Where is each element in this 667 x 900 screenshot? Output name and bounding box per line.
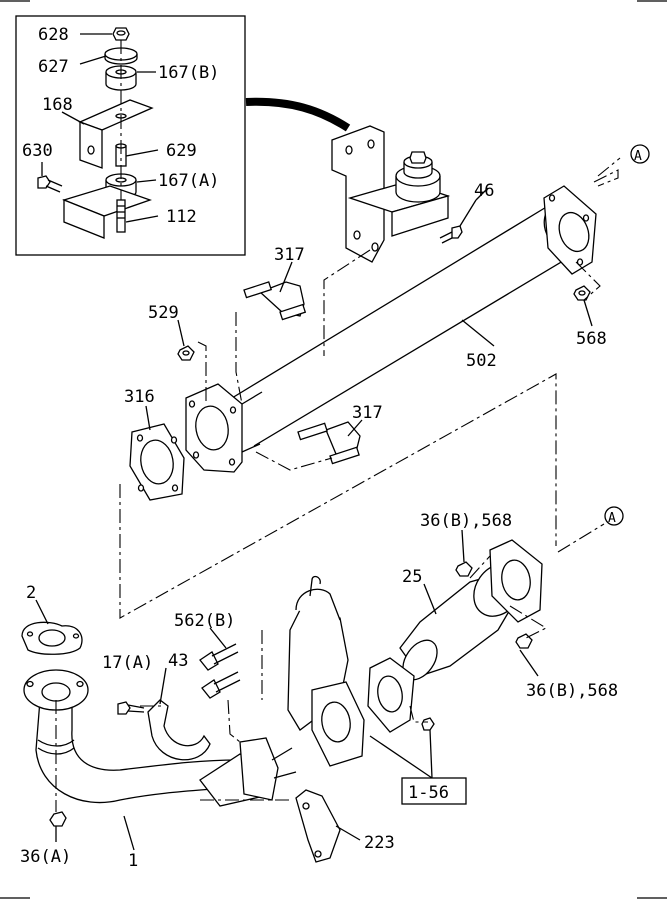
- heat-shield-223: [295, 789, 341, 863]
- label-630: 630: [22, 141, 53, 161]
- label-317-upper: 317: [274, 245, 305, 265]
- u-bolt-317-lower: [297, 421, 361, 465]
- label-223: 223: [364, 833, 395, 853]
- clamp-43: [147, 699, 211, 761]
- label-43: 43: [168, 651, 188, 671]
- label-628: 628: [38, 25, 69, 45]
- label-562b: 562(B): [174, 611, 235, 631]
- callout-a-lower: [604, 506, 624, 526]
- label-627: 627: [38, 57, 69, 77]
- label-1: 1: [128, 851, 138, 871]
- label-25: 25: [402, 567, 422, 587]
- gasket-2: [21, 621, 83, 655]
- label-502: 502: [466, 351, 497, 371]
- label-36b-568-lower: 36(B),568: [526, 681, 618, 701]
- label-316: 316: [124, 387, 155, 407]
- bolts-562b: [199, 643, 241, 699]
- label-17a: 17(A): [102, 653, 153, 673]
- u-bolt-317-upper: [243, 281, 307, 321]
- callout-a-upper: [630, 144, 650, 164]
- nut-628: [112, 27, 130, 41]
- nut-36a: [49, 811, 67, 827]
- label-1-56: 1-56: [408, 783, 449, 803]
- label-a-upper: A: [634, 149, 642, 164]
- label-36b-568-upper: 36(B),568: [420, 511, 512, 531]
- bolt-46: [439, 199, 477, 244]
- catalyst-25: [367, 539, 543, 733]
- label-317-lower: 317: [352, 403, 383, 423]
- nut-529: [177, 345, 195, 361]
- bolt-17a: [117, 701, 145, 715]
- ref-box-1-56: [401, 777, 467, 805]
- label-36a: 36(A): [20, 847, 71, 867]
- nut-568-top: [573, 285, 591, 301]
- label-46: 46: [474, 181, 494, 201]
- detail-arrow: [245, 97, 351, 132]
- label-529: 529: [148, 303, 179, 323]
- label-168: 168: [42, 95, 73, 115]
- center-lines: [55, 157, 621, 812]
- bracket-168: [78, 99, 154, 169]
- label-167b: 167(B): [158, 63, 219, 83]
- bracket-112: [62, 185, 152, 239]
- label-568-upper: 568: [576, 329, 607, 349]
- leader-lines: [35, 187, 593, 851]
- nut-36b-upper: [455, 561, 473, 577]
- label-2: 2: [26, 583, 36, 603]
- hanger-bracket-assembly: [331, 125, 451, 263]
- bolt-630: [37, 175, 63, 193]
- label-a-lower: A: [608, 511, 616, 526]
- pipe-502: [185, 185, 597, 473]
- front-pipe-1: [23, 669, 297, 807]
- gasket-316: [129, 423, 185, 501]
- label-112: 112: [166, 207, 197, 227]
- label-629: 629: [166, 141, 197, 161]
- exhaust-brake-valve: [287, 575, 435, 767]
- label-167a: 167(A): [158, 171, 219, 191]
- mount-inset: [15, 15, 246, 256]
